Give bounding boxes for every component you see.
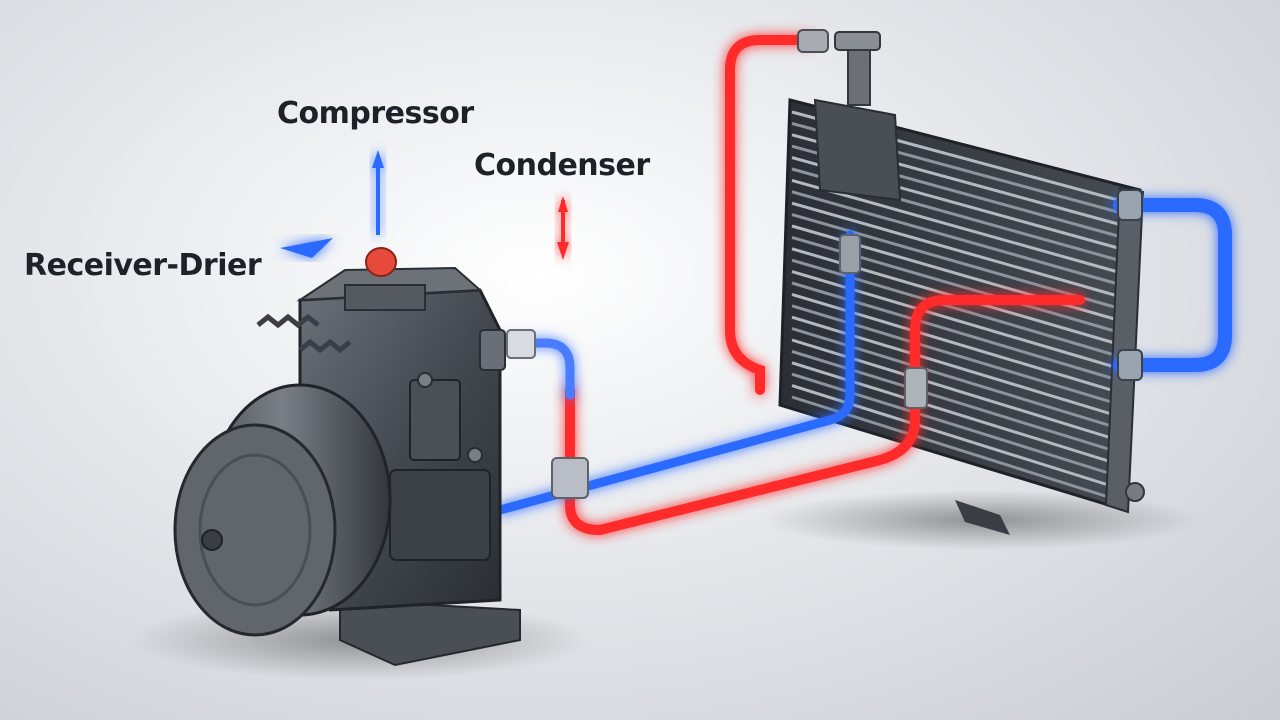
blue-up-arrow-icon (372, 150, 384, 235)
compressor-spring (256, 313, 352, 354)
compressor-unit (173, 247, 521, 667)
receiver-drier-body (813, 98, 902, 202)
condenser-fin (791, 190, 1119, 286)
condenser-bolt (1125, 482, 1145, 502)
pipe-fitting (904, 367, 928, 409)
condenser-foot (955, 500, 1010, 535)
compressor-top-block (344, 284, 426, 311)
compressor-port (479, 329, 506, 371)
receiver-drier-cap (834, 31, 881, 51)
compressor-bolt (467, 447, 483, 463)
compressor-base-plate (339, 598, 521, 667)
compressor-side-panel (389, 469, 491, 561)
red-down-arrow-icon (557, 196, 569, 260)
condenser-unit (778, 31, 1145, 535)
condenser-fin (791, 201, 1119, 298)
pipe-fitting (797, 29, 829, 53)
compressor-valve-block (409, 379, 461, 461)
hot-refrigerant-lines (565, 35, 1085, 536)
pulley-hub-bolt (201, 529, 223, 551)
compressor-bolt (417, 372, 433, 388)
condenser-label: Condenser (474, 148, 650, 183)
pipe-fitting (506, 329, 536, 359)
pipe-fitting (551, 457, 589, 499)
pressure-switch-cap (365, 247, 397, 277)
receiver-drier-stem (847, 44, 871, 106)
pipe-fitting (1117, 349, 1143, 381)
condenser-fin (791, 213, 1119, 310)
compressor-label: Compressor (277, 96, 474, 131)
pipe-fitting (839, 234, 861, 274)
receiver-drier-label: Receiver-Drier (24, 248, 262, 283)
blue-pointer-arrow-icon (280, 238, 333, 258)
cold-refrigerant-lines (490, 198, 1232, 515)
pipe-fitting (1117, 189, 1143, 221)
condenser-fin (791, 178, 1119, 274)
